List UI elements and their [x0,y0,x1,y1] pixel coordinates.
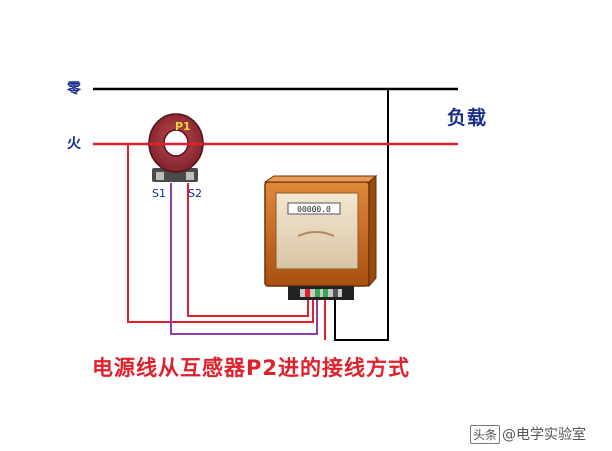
ct-s1-label: S1 [152,187,166,200]
watermark-handle: @电学实验室 [502,427,587,443]
ct-s2-label: S2 [188,187,202,200]
s2-secondary-wire [187,183,309,317]
energy-meter: 00000.0 [263,174,378,300]
meter-register [287,202,341,215]
neutral-label: 零 [67,81,81,97]
neutral-drop-wire [334,89,389,341]
meter-digits: 00000.0 [297,205,331,214]
ct-p1-label: P1 [175,120,191,133]
live-to-meter-wire [127,144,314,323]
s1-secondary-wire [170,183,318,335]
diagram-caption: 电源线从互感器P2进的接线方式 [92,356,411,380]
watermark: 头条@电学实验室 [470,424,586,444]
current-transformer [148,113,204,182]
live-label: 火 [67,136,81,152]
load-label: 负载 [447,107,488,129]
watermark-prefix: 头条 [470,425,501,444]
